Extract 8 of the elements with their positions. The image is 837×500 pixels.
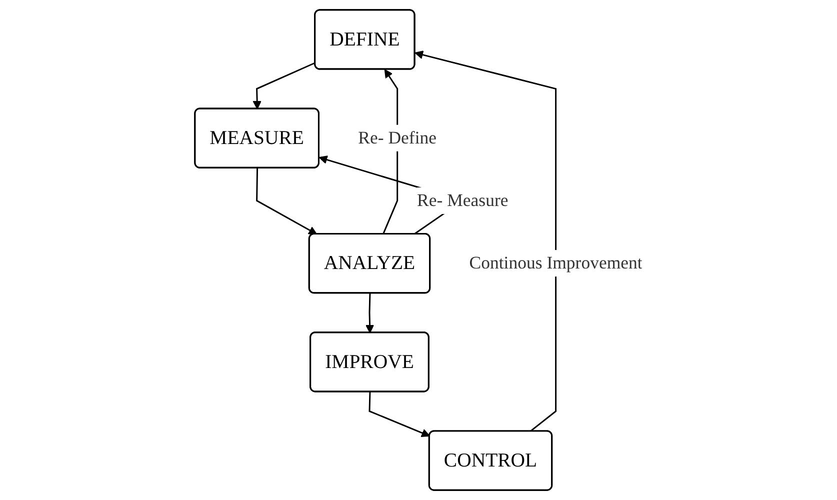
edge-label: Re- Measure	[416, 190, 508, 210]
edge-label: Re- Define	[358, 128, 436, 148]
arrow	[252, 62, 316, 110]
edge-label: Continous Improvement	[469, 252, 642, 273]
arrow	[414, 50, 556, 432]
arrow	[365, 293, 374, 334]
arrow	[256, 168, 318, 235]
arrow	[368, 392, 430, 438]
